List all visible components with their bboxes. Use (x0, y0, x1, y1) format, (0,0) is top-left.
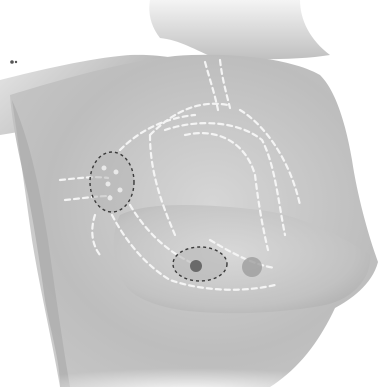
nipple (242, 257, 262, 277)
corner-mark (10, 60, 14, 64)
tumor-region (173, 247, 227, 281)
tumor-mass (190, 260, 202, 272)
bottom-fade (0, 340, 382, 387)
axillary-node-cluster (90, 152, 134, 212)
neck-shape (149, 0, 330, 59)
